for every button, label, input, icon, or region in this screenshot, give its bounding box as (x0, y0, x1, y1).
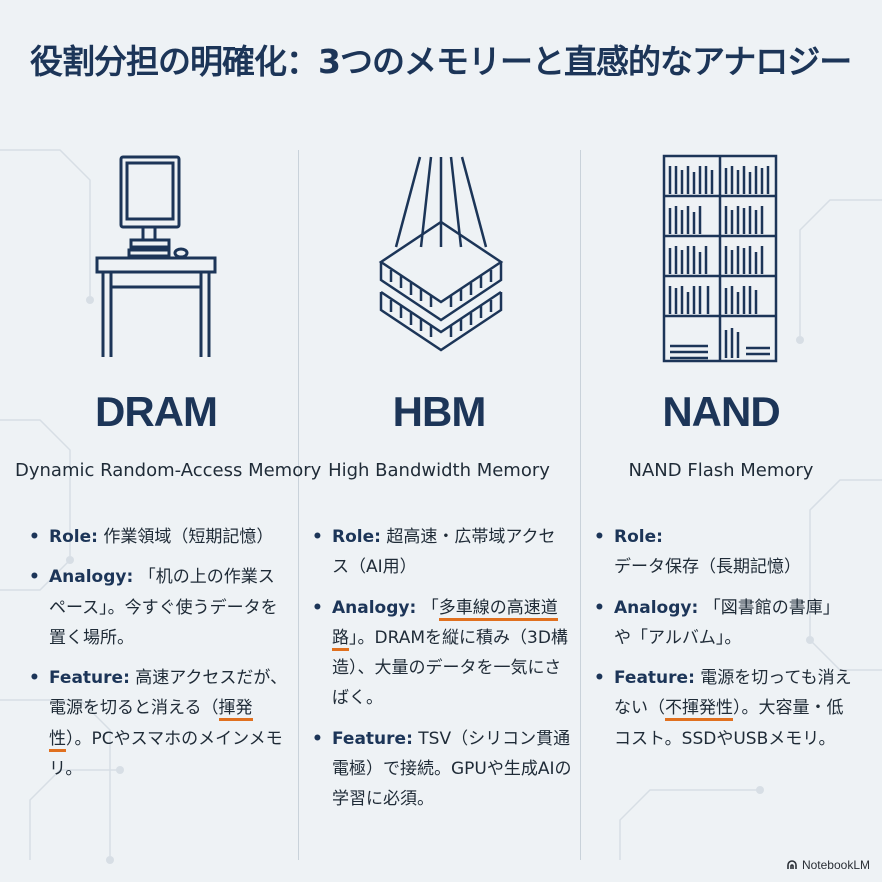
brand-name: NotebookLM (801, 858, 870, 872)
column-divider (580, 150, 581, 860)
column-subtitle: High Bandwidth Memory (328, 460, 550, 481)
column-title: NAND (662, 388, 780, 435)
desk-computer-icon (95, 155, 217, 357)
role-bullet: Role: データ保存（長期記憶） (592, 522, 854, 583)
column-subtitle: Dynamic Random-Access Memory (15, 460, 322, 481)
analogy-bullet: Analogy: 「机の上の作業スペース」。今すぐ使うデータを置く場所。 (27, 562, 289, 653)
column-title: HBM (392, 388, 487, 435)
feature-bullet: Feature: TSV（シリコン貫通電極）で接続。GPUや生成AIの学習に必須… (310, 724, 572, 815)
analogy-bullet: Analogy: 「図書館の書庫」や「アルバム」。 (592, 593, 854, 654)
feature-bullet: Feature: 電源を切っても消えない（不揮発性）。大容量・低コスト。SSDや… (592, 663, 854, 754)
column-subtitle: NAND Flash Memory (628, 460, 814, 481)
highlighted-term: 揮発性 (49, 698, 253, 752)
notebooklm-brand: NotebookLM (786, 858, 870, 872)
column-divider (298, 150, 299, 860)
bullet-list: Role: 作業領域（短期記憶） Analogy: 「机の上の作業スペース」。今… (27, 522, 289, 794)
feature-bullet: Feature: 高速アクセスだが、電源を切ると消える（揮発性）。PCやスマホの… (27, 663, 289, 784)
analogy-bullet: Analogy: 「多車線の高速道路」。DRAMを縦に積み（3D構造）、大量のデ… (310, 593, 572, 714)
library-bookshelf-icon (662, 154, 778, 363)
column-title: DRAM (95, 388, 218, 435)
page-title: 役割分担の明確化：3つのメモリーと直感的なアナロジー (30, 42, 852, 81)
bullet-list: Role: 超高速・広帯域アクセス（AI用） Analogy: 「多車線の高速道… (310, 522, 572, 824)
notebooklm-logo-icon (787, 860, 797, 869)
role-bullet: Role: 超高速・広帯域アクセス（AI用） (310, 522, 572, 583)
bullet-list: Role: データ保存（長期記憶） Analogy: 「図書館の書庫」や「アルバ… (592, 522, 854, 764)
highlighted-term: 不揮発性 (665, 698, 733, 722)
role-bullet: Role: 作業領域（短期記憶） (27, 522, 289, 553)
multilane-highway-stack-icon (378, 156, 504, 352)
highlighted-term: 多車線の高速道路 (332, 597, 558, 651)
